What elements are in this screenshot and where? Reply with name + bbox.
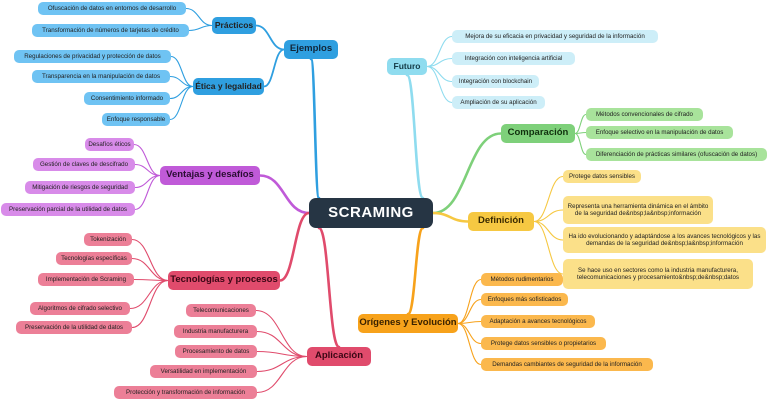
connector-leaf-comparacion-0 xyxy=(574,113,587,135)
leaf-origenes-0[interactable]: Métodos rudimentarios xyxy=(481,273,563,286)
connector-leaf-definicion-3 xyxy=(533,220,564,275)
branch-origenes[interactable]: Orígenes y Evolución xyxy=(358,314,458,333)
connector-leaf-aplicacion-0 xyxy=(255,309,308,358)
leaf-etica-3[interactable]: Enfoque responsable xyxy=(102,113,170,126)
connector-leaf-futuro-0 xyxy=(426,35,453,68)
connector-leaf-tecnologias-1 xyxy=(131,257,169,282)
root-node[interactable]: SCRAMING xyxy=(309,198,433,228)
branch-tecnologias[interactable]: Tecnologías y procesos xyxy=(168,271,280,290)
connector-leaf-practicos-0 xyxy=(185,7,213,27)
leaf-tecnologias-0[interactable]: Tokenización xyxy=(84,233,132,246)
connector-leaf-definicion-2 xyxy=(533,220,564,241)
connector-leaf-ventajas-0 xyxy=(133,143,161,177)
connector-leaf-ventajas-3 xyxy=(134,174,161,211)
branch-futuro[interactable]: Futuro xyxy=(387,58,427,75)
leaf-futuro-1[interactable]: Integración con inteligencia artificial xyxy=(452,52,575,65)
connector-branch-tecnologias xyxy=(278,211,311,282)
connector-leaf-etica-1 xyxy=(169,75,194,88)
leaf-futuro-0[interactable]: Mejora de su eficacia en privacidad y se… xyxy=(452,30,658,43)
leaf-practicos-1[interactable]: Transformación de números de tarjetas de… xyxy=(32,24,189,37)
connector-leaf-aplicacion-4 xyxy=(256,355,308,394)
leaf-definicion-2[interactable]: Ha ido evolucionando y adaptándose a los… xyxy=(563,227,766,253)
connector-leaf-futuro-3 xyxy=(426,65,453,104)
branch-ejemplos[interactable]: Ejemplos xyxy=(284,40,338,59)
connector-branch-futuro xyxy=(405,73,425,200)
leaf-origenes-3[interactable]: Protege datos sensibles o propietarios xyxy=(481,337,606,350)
leaf-comparacion-1[interactable]: Enfoque selectivo en la manipulación de … xyxy=(586,126,733,139)
connector-leaf-aplicacion-3 xyxy=(256,355,308,373)
leaf-origenes-1[interactable]: Enfoques más sofisticados xyxy=(481,293,568,306)
leaf-origenes-2[interactable]: Adaptación a avances tecnológicos xyxy=(481,315,595,328)
connector-branch-aplicacion xyxy=(317,226,341,349)
leaf-aplicacion-0[interactable]: Telecomunicaciones xyxy=(186,304,256,317)
leaf-ventajas-0[interactable]: Desafíos éticos xyxy=(85,138,134,151)
connector-leaf-definicion-0 xyxy=(533,175,564,223)
branch-aplicacion[interactable]: Aplicación xyxy=(307,347,371,366)
leaf-aplicacion-2[interactable]: Procesamiento de datos xyxy=(175,345,257,358)
connector-leaf-origenes-3 xyxy=(457,322,482,345)
branch-etica[interactable]: Ética y legalidad xyxy=(193,78,264,95)
leaf-aplicacion-4[interactable]: Protección y transformación de informaci… xyxy=(114,386,257,399)
leaf-ventajas-3[interactable]: Preservación parcial de la utilidad de d… xyxy=(1,203,135,216)
connector-leaf-aplicacion-1 xyxy=(256,330,308,358)
connector-branch-definicion xyxy=(431,211,470,223)
connector-branch-etica xyxy=(263,48,285,88)
leaf-etica-0[interactable]: Regulaciones de privacidad y protección … xyxy=(14,50,171,63)
branch-ventajas[interactable]: Ventajas y desafíos xyxy=(160,166,260,185)
leaf-etica-2[interactable]: Consentimiento informado xyxy=(84,92,170,105)
leaf-comparacion-2[interactable]: Diferenciación de prácticas similares (o… xyxy=(586,148,767,161)
connector-leaf-tecnologias-0 xyxy=(131,238,169,282)
connector-leaf-futuro-2 xyxy=(426,65,453,83)
leaf-futuro-3[interactable]: Ampliación de su aplicación xyxy=(452,96,545,109)
leaf-definicion-0[interactable]: Protege datos sensibles xyxy=(563,170,641,183)
leaf-etica-1[interactable]: Transparencia en la manipulación de dato… xyxy=(32,70,170,83)
leaf-tecnologias-2[interactable]: Implementación de Scraming xyxy=(38,273,134,286)
connector-leaf-origenes-4 xyxy=(457,322,482,366)
connector-leaf-ventajas-1 xyxy=(134,163,161,177)
connector-leaf-aplicacion-2 xyxy=(256,350,308,358)
leaf-futuro-2[interactable]: Integración con blockchain xyxy=(452,75,539,88)
leaf-ventajas-2[interactable]: Mitigación de riesgos de seguridad xyxy=(25,181,135,194)
connector-branch-ejemplos xyxy=(309,57,321,200)
connector-leaf-tecnologias-3 xyxy=(129,279,169,310)
connector-branch-ventajas xyxy=(258,174,311,215)
leaf-practicos-0[interactable]: Ofuscación de datos en entornos de desar… xyxy=(38,2,186,15)
branch-practicos[interactable]: Prácticos xyxy=(212,17,256,34)
leaf-tecnologias-1[interactable]: Tecnologías específicas xyxy=(56,252,132,265)
connector-leaf-comparacion-2 xyxy=(574,132,587,156)
connector-branch-origenes xyxy=(406,226,425,316)
connector-leaf-origenes-0 xyxy=(457,278,482,325)
leaf-tecnologias-3[interactable]: Algoritmos de cifrado selectivo xyxy=(30,302,130,315)
connector-leaf-definicion-1 xyxy=(533,209,564,223)
leaf-definicion-1[interactable]: Representa una herramienta dinámica en e… xyxy=(563,196,713,224)
leaf-tecnologias-4[interactable]: Preservación de la utilidad de datos xyxy=(16,321,132,334)
connector-branch-practicos xyxy=(255,24,285,51)
leaf-comparacion-0[interactable]: Métodos convencionales de cifrado xyxy=(586,108,703,121)
leaf-origenes-4[interactable]: Demandas cambiantes de seguridad de la i… xyxy=(481,358,653,371)
branch-comparacion[interactable]: Comparación xyxy=(501,124,575,143)
connector-leaf-practicos-1 xyxy=(188,24,213,32)
connector-leaf-origenes-1 xyxy=(457,298,482,325)
leaf-aplicacion-3[interactable]: Versatilidad en implementación xyxy=(150,365,257,378)
connector-leaf-tecnologias-4 xyxy=(131,279,169,329)
connector-leaf-etica-0 xyxy=(170,55,194,88)
connector-branch-comparacion xyxy=(431,132,503,215)
branch-definicion[interactable]: Definición xyxy=(468,212,534,231)
leaf-aplicacion-1[interactable]: Industria manufacturera xyxy=(174,325,257,338)
leaf-definicion-3[interactable]: Se hace uso en sectores como la industri… xyxy=(563,259,753,289)
connector-leaf-etica-3 xyxy=(169,85,194,121)
leaf-ventajas-1[interactable]: Gestión de claves de descifrado xyxy=(33,158,135,171)
